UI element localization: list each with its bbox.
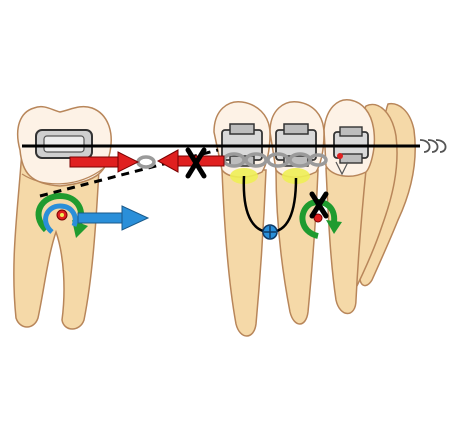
movement-arrow: [77, 205, 150, 231]
molar-tube: [35, 129, 93, 159]
premolar-1-root: [221, 169, 267, 337]
molar-cej-line: [21, 167, 105, 185]
anterior-teeth: [213, 99, 416, 337]
arrow-left-icon: [156, 149, 179, 173]
archwire: [22, 139, 447, 153]
dashed-tieback: [39, 148, 219, 198]
premolar-tipping-arrow: [299, 191, 342, 239]
arrow-right-icon: [117, 151, 140, 173]
molar-roots: [13, 149, 101, 330]
x-mark-icon: [185, 147, 207, 179]
center-resistance-marker-2: [282, 168, 310, 184]
lacebacks-loop: [242, 175, 298, 240]
x-mark-icon: [309, 191, 329, 219]
premolar-3-root: [325, 167, 367, 315]
